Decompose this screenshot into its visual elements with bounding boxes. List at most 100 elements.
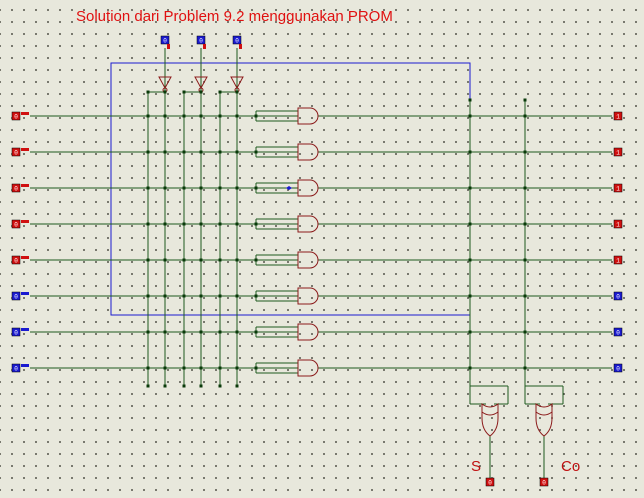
input-pin-2[interactable]: 0 xyxy=(11,183,21,193)
output-pin-3[interactable]: 1 xyxy=(613,219,623,229)
input-pin-3[interactable]: 0 xyxy=(11,219,21,229)
input-pin-4-body[interactable] xyxy=(11,255,21,265)
or-gate-s xyxy=(481,403,499,437)
select-pin-0[interactable]: 0 xyxy=(160,35,170,45)
output-pin-s-body[interactable] xyxy=(485,477,495,487)
junction-dot xyxy=(254,222,258,226)
junction-dot xyxy=(199,150,203,154)
select-pin-1[interactable]: 0 xyxy=(196,35,206,45)
junction-dot xyxy=(199,114,203,118)
junction-dot xyxy=(468,186,472,190)
junction-dot xyxy=(163,366,167,370)
junction-dot xyxy=(468,150,472,154)
junction-dot xyxy=(199,366,203,370)
input-pin-6[interactable]: 0 xyxy=(11,327,21,337)
junction-dot xyxy=(523,186,527,190)
and-gate xyxy=(297,107,319,125)
output-pin-3-body[interactable] xyxy=(613,219,623,229)
input-pin-7-body[interactable] xyxy=(11,363,21,373)
input-pin-5-body[interactable] xyxy=(11,291,21,301)
output-pin-5-body[interactable] xyxy=(613,291,623,301)
output-pin-4[interactable]: 1 xyxy=(613,255,623,265)
inverter-gate xyxy=(230,76,244,90)
junction-dot xyxy=(218,258,222,262)
output-pin-2-value: 1 xyxy=(616,186,620,193)
and-gate xyxy=(297,359,319,377)
input-pin-0[interactable]: 0 xyxy=(11,111,21,121)
junction-dot xyxy=(468,114,472,118)
junction-dot xyxy=(218,294,222,298)
junction-dot xyxy=(182,294,186,298)
select-pin-1-value: 0 xyxy=(199,38,203,45)
input-pin-1-body[interactable] xyxy=(11,147,21,157)
junction-dot xyxy=(468,222,472,226)
junction-dot xyxy=(182,366,186,370)
or-gate-curve xyxy=(535,411,553,416)
input-pin-4-value: 0 xyxy=(14,258,18,265)
input-pin-0-body[interactable] xyxy=(11,111,21,121)
junction-dot xyxy=(254,258,258,262)
select-pin-0-body[interactable] xyxy=(160,35,170,45)
probe-marker xyxy=(286,186,292,190)
input-pin-1[interactable]: 0 xyxy=(11,147,21,157)
input-pin-tab xyxy=(21,148,29,151)
input-pin-4[interactable]: 0 xyxy=(11,255,21,265)
junction-dot xyxy=(182,222,186,226)
select-pin-1-body[interactable] xyxy=(196,35,206,45)
input-pin-7[interactable]: 0 xyxy=(11,363,21,373)
output-pin-co[interactable]: 0 xyxy=(539,477,549,487)
output-pin-0-value: 1 xyxy=(616,114,620,121)
output-pin-4-body[interactable] xyxy=(613,255,623,265)
junction-dot xyxy=(146,222,150,226)
output-pin-s[interactable]: 0 xyxy=(485,477,495,487)
and-gate xyxy=(297,251,319,269)
junction-dot xyxy=(523,150,527,154)
junction-dot xyxy=(182,90,186,94)
input-pin-6-body[interactable] xyxy=(11,327,21,337)
output-pin-6-body[interactable] xyxy=(613,327,623,337)
junction-dot xyxy=(199,258,203,262)
junction-dot xyxy=(146,294,150,298)
output-pin-1[interactable]: 1 xyxy=(613,147,623,157)
junction-dot xyxy=(235,258,239,262)
input-pin-5[interactable]: 0 xyxy=(11,291,21,301)
junction-dot xyxy=(218,186,222,190)
input-pin-tab xyxy=(21,184,29,187)
select-pin-tab xyxy=(239,44,242,49)
junction-dot xyxy=(199,294,203,298)
junction-dot xyxy=(523,114,527,118)
input-pin-3-body[interactable] xyxy=(11,219,21,229)
input-pin-tab xyxy=(21,328,29,331)
output-pin-0[interactable]: 1 xyxy=(613,111,623,121)
input-pin-1-value: 0 xyxy=(14,150,18,157)
output-pin-6[interactable]: 0 xyxy=(613,327,623,337)
output-pin-6-value: 0 xyxy=(616,330,620,337)
junction-dot xyxy=(146,186,150,190)
output-pin-7[interactable]: 0 xyxy=(613,363,623,373)
input-pin-2-body[interactable] xyxy=(11,183,21,193)
select-pin-2-body[interactable] xyxy=(232,35,242,45)
output-pin-5[interactable]: 0 xyxy=(613,291,623,301)
input-pin-tab xyxy=(21,112,29,115)
junction-dot xyxy=(523,330,527,334)
output-pin-7-body[interactable] xyxy=(613,363,623,373)
junction-dot xyxy=(254,186,258,190)
junction-dot xyxy=(523,222,527,226)
io-pins: 0 0 0 0 0 0 0 0 1 1 1 1 1 0 0 0 0 0 0 0 0 xyxy=(11,35,623,487)
output-pin-0-body[interactable] xyxy=(613,111,623,121)
junction-dot xyxy=(163,90,167,94)
input-pin-tab xyxy=(21,220,29,223)
output-pin-2-body[interactable] xyxy=(613,183,623,193)
output-pin-co-body[interactable] xyxy=(539,477,549,487)
select-pin-2[interactable]: 0 xyxy=(232,35,242,45)
junction-dot xyxy=(182,258,186,262)
select-pin-0-value: 0 xyxy=(163,38,167,45)
junction-dot xyxy=(199,90,203,94)
select-pin-tab xyxy=(203,44,206,49)
output-pin-5-value: 0 xyxy=(616,294,620,301)
junction-dot xyxy=(163,150,167,154)
output-pin-1-body[interactable] xyxy=(613,147,623,157)
junction-dots xyxy=(146,90,527,388)
output-pin-2[interactable]: 1 xyxy=(613,183,623,193)
junction-dot xyxy=(163,186,167,190)
